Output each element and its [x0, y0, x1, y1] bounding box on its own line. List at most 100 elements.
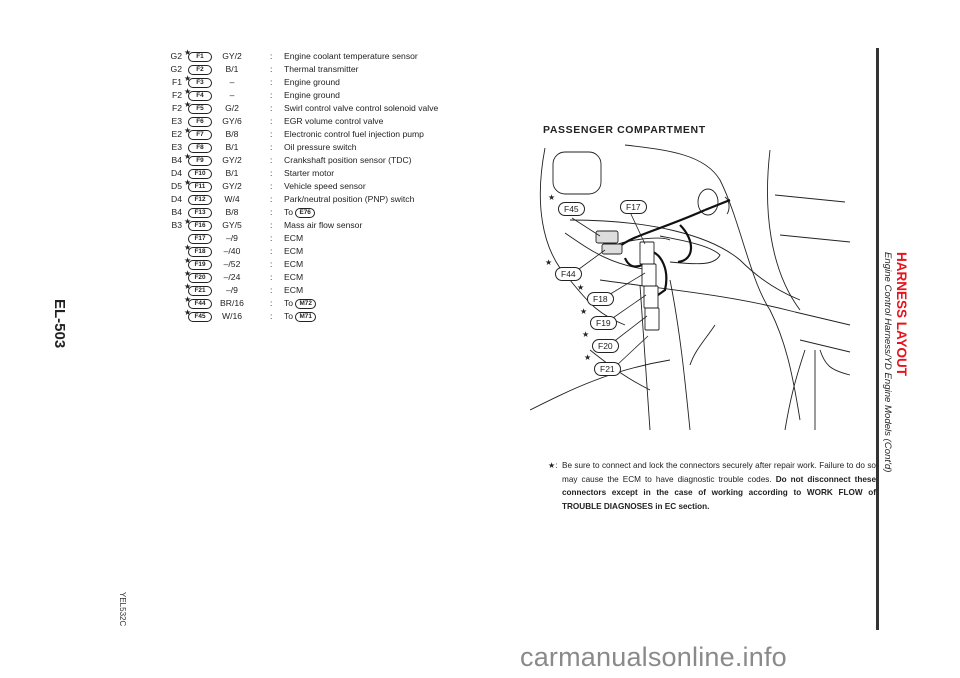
connector-description: Oil pressure switch — [284, 142, 357, 152]
connector-badge: F6 — [188, 117, 212, 127]
wire-spec: G/2 — [225, 103, 239, 113]
connector-badge: F21 — [188, 286, 212, 296]
star-icon: ★ — [184, 282, 192, 291]
star-icon: ★ — [582, 330, 590, 339]
connector-badge: F12 — [188, 195, 212, 205]
connector-description: Park/neutral position (PNP) switch — [284, 194, 415, 204]
separator: : — [270, 129, 273, 139]
connector-badge: F45 — [188, 312, 212, 322]
grid-location: B4 — [171, 207, 182, 217]
star-icon: ★ — [184, 126, 192, 135]
connector-badge: F19 — [188, 260, 212, 270]
wire-spec: – — [229, 77, 235, 87]
page-number: EL-503 — [51, 299, 68, 349]
separator: : — [270, 103, 273, 113]
connector-callout: F45 — [558, 202, 585, 216]
connector-description: Mass air flow sensor — [284, 220, 363, 230]
wire-spec: –/40 — [223, 246, 241, 256]
connector-description: To E76 — [284, 206, 315, 219]
separator: : — [270, 298, 273, 308]
separator: : — [270, 259, 273, 269]
wire-spec: –/9 — [226, 233, 238, 243]
connector-description: Crankshaft position sensor (TDC) — [284, 155, 412, 165]
connector-badge: F18 — [188, 247, 212, 257]
separator: : — [270, 90, 273, 100]
star-icon: ★ — [184, 48, 192, 57]
separator: : — [270, 233, 273, 243]
star-icon: ★ — [184, 178, 192, 187]
star-icon: ★ — [184, 152, 192, 161]
table-row: ★F20–/24:ECM — [160, 269, 480, 284]
separator: : — [270, 194, 273, 204]
connector-description: Thermal transmitter — [284, 64, 359, 74]
star-icon: ★ — [184, 87, 192, 96]
watermark: carmanualsonline.info — [520, 642, 787, 672]
wire-spec: GY/2 — [222, 181, 242, 191]
separator: : — [270, 181, 273, 191]
star-icon: ★ — [545, 258, 553, 267]
connector-description: ECM — [284, 233, 304, 243]
wire-spec: B/8 — [225, 207, 239, 217]
star-icon: ★ — [184, 100, 192, 109]
connector-badge: F10 — [188, 169, 212, 179]
connector-description: ECM — [284, 246, 304, 256]
wire-spec: GY/2 — [222, 155, 242, 165]
grid-location: D4 — [171, 168, 182, 178]
connector-badge: F9 — [188, 156, 212, 166]
wire-spec: W/4 — [224, 194, 240, 204]
connector-badge: F13 — [188, 208, 212, 218]
grid-location: E3 — [171, 116, 182, 126]
table-row: ★F18–/40:ECM — [160, 243, 480, 258]
grid-location: D5 — [171, 181, 182, 191]
table-row: ★F21–/9:ECM — [160, 282, 480, 297]
separator: : — [270, 142, 273, 152]
connector-description: Vehicle speed sensor — [284, 181, 366, 191]
separator: : — [270, 77, 273, 87]
grid-location: F2 — [171, 103, 182, 113]
star-icon: ★ — [584, 353, 592, 362]
connector-description: To M72 — [284, 297, 316, 310]
grid-location: E3 — [171, 142, 182, 152]
separator: : — [270, 220, 273, 230]
star-icon: ★ — [184, 295, 192, 304]
wire-spec: GY/5 — [222, 220, 242, 230]
grid-location: D4 — [171, 194, 182, 204]
star-icon: ★ — [577, 283, 585, 292]
figure-id: YEL532C — [118, 592, 127, 627]
table-row: F1★F3–:Engine ground — [160, 74, 480, 89]
connector-description: Swirl control valve control solenoid val… — [284, 103, 439, 113]
connector-badge: F7 — [188, 130, 212, 140]
wire-spec: –/9 — [226, 285, 238, 295]
grid-location: F1 — [171, 77, 182, 87]
diagram-title: PASSENGER COMPARTMENT — [543, 124, 706, 136]
connector-description: ECM — [284, 285, 304, 295]
wire-spec: B/8 — [225, 129, 239, 139]
page-divider — [876, 48, 879, 630]
grid-location: G2 — [170, 64, 182, 74]
wire-spec: B/1 — [225, 64, 239, 74]
section-subtitle: Engine Control Harness/YD Engine Models … — [882, 252, 893, 473]
star-icon: ★ — [184, 243, 192, 252]
connector-callout: F44 — [555, 267, 582, 281]
connector-description: Starter motor — [284, 168, 335, 178]
separator: : — [270, 51, 273, 61]
grid-location: F2 — [171, 90, 182, 100]
wire-spec: B/1 — [225, 142, 239, 152]
wire-spec: GY/2 — [222, 51, 242, 61]
connector-callout: F17 — [620, 200, 647, 214]
note-text: Be sure to connect and lock the connecto… — [562, 461, 876, 511]
grid-location: E2 — [171, 129, 182, 139]
grid-location: B4 — [171, 155, 182, 165]
connector-description: ECM — [284, 259, 304, 269]
section-title: HARNESS LAYOUT — [894, 252, 909, 377]
caution-note: ★: Be sure to connect and lock the conne… — [548, 459, 876, 513]
note-warning-bold: Do not disconnect these connectors excep… — [562, 474, 876, 511]
connector-callout: F18 — [587, 292, 614, 306]
